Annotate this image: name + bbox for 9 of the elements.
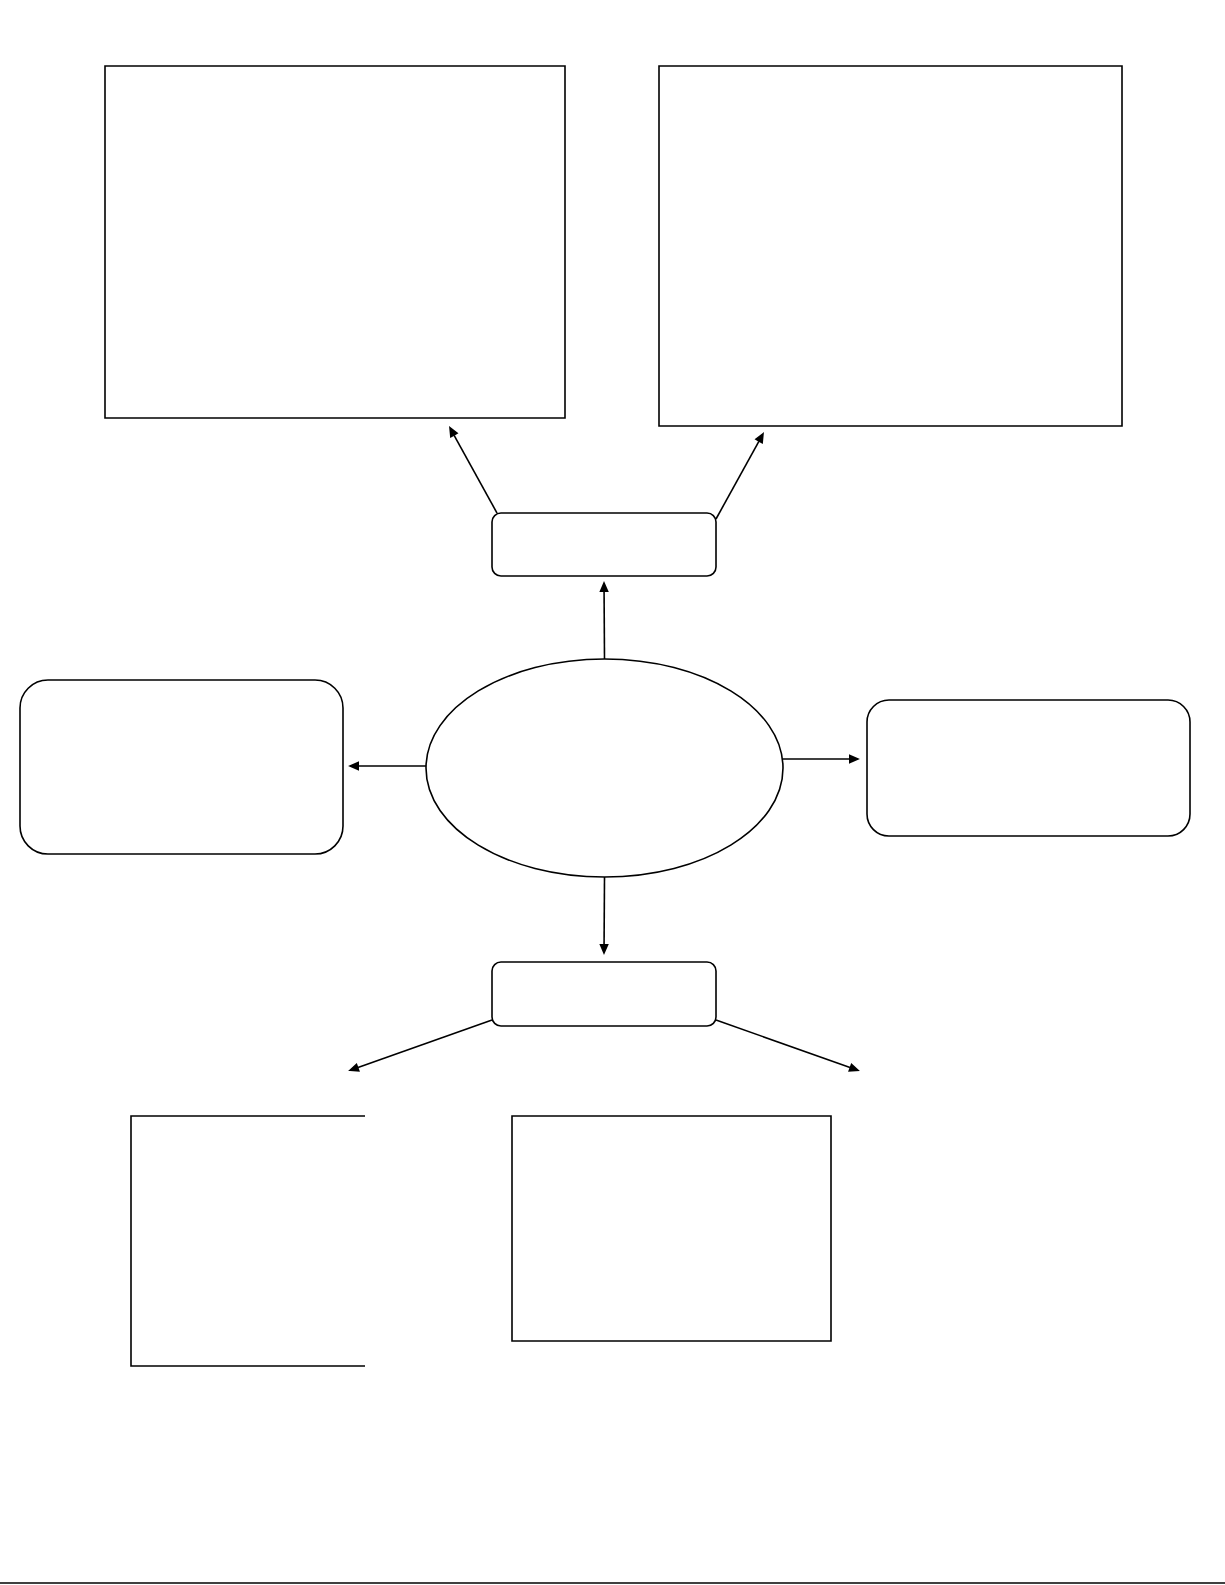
- answer-box: [491, 512, 717, 577]
- answer-box: [130, 1115, 366, 1367]
- answer-box: [491, 961, 717, 1027]
- answer-box: [866, 699, 1191, 837]
- answer-box: [19, 679, 344, 855]
- oval: [425, 658, 784, 878]
- answer-box: [104, 65, 566, 419]
- answer-box: [511, 1115, 832, 1342]
- answer-box: [658, 65, 1123, 427]
